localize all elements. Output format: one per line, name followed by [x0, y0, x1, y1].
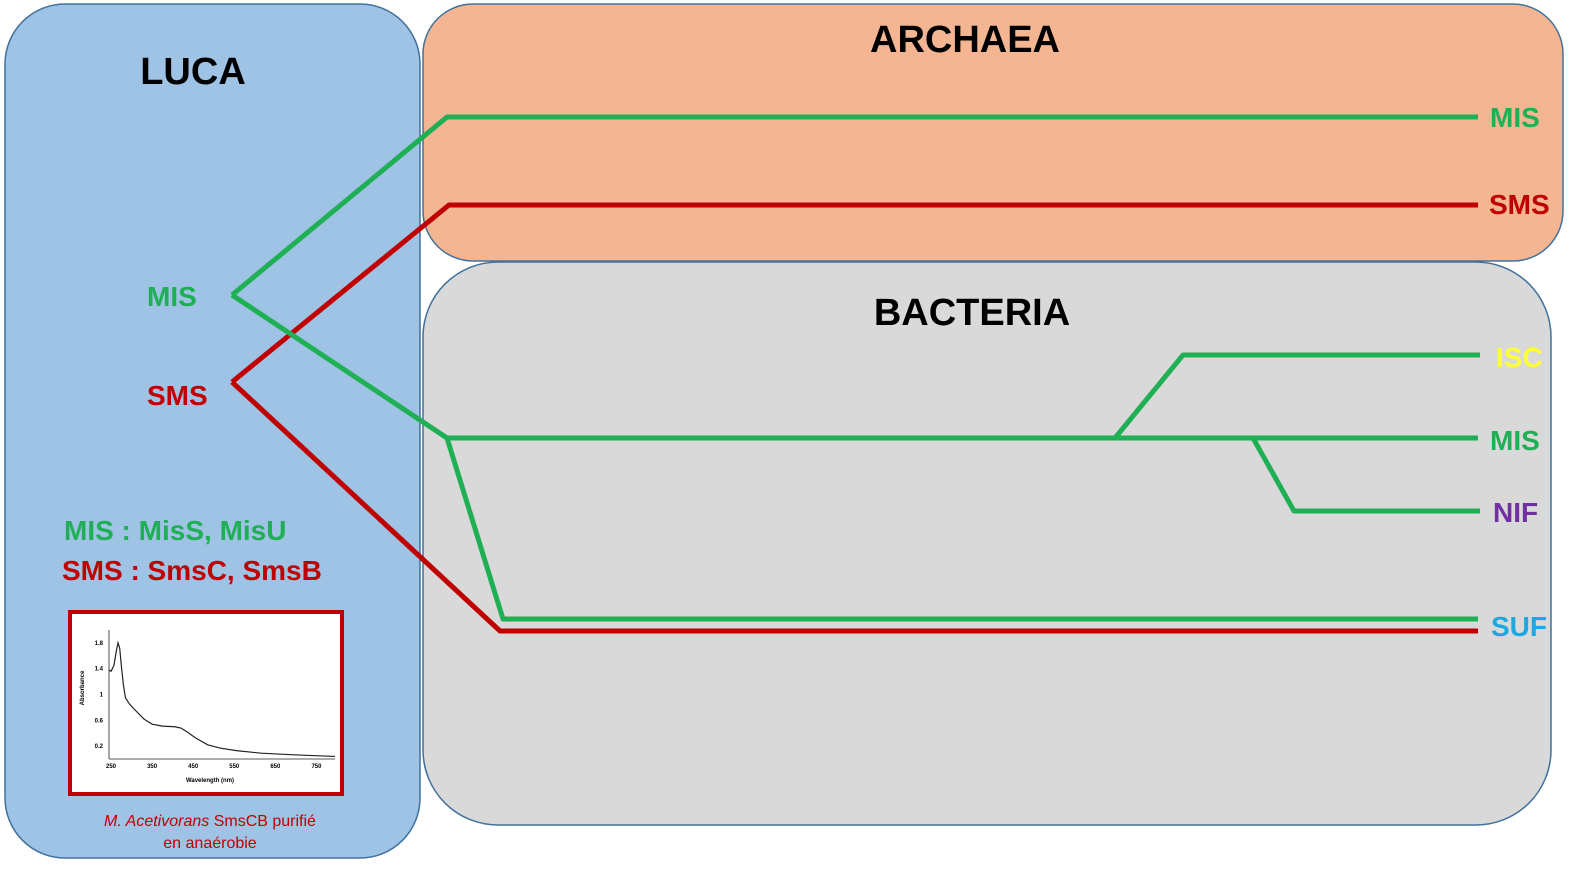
luca-title: LUCA [140, 51, 246, 93]
suf-line [444, 437, 1478, 622]
sms-archaea-line [230, 202, 1478, 384]
sms-bacteria-line [230, 380, 1478, 634]
inset-frame [68, 610, 344, 796]
x-tick-label: 250 [106, 764, 117, 770]
bacteria-suf-label: SUF [1491, 611, 1547, 642]
archaea-mis-label: MIS [1490, 102, 1540, 133]
archaea-sms-label: SMS [1489, 189, 1550, 220]
x-tick-label: 450 [188, 764, 199, 770]
y-tick-label: 0.6 [95, 718, 104, 724]
inset-caption-line1: M. Acetivorans SmsCB purifié [104, 813, 316, 830]
y-axis-label: Absorbance [80, 670, 86, 705]
bacteria-isc-label: ISC [1496, 342, 1543, 373]
bacteria-nif-label: NIF [1493, 497, 1538, 528]
luca-sms-label: SMS [147, 380, 208, 411]
luca-mis-label: MIS [147, 281, 197, 312]
nif-line [1250, 436, 1480, 514]
bacteria-mis-label: MIS [1490, 425, 1540, 456]
inset-chart: 250 350 450 550 650 750 0.2 0.6 1 1.4 1.8 Waveleng… [68, 610, 344, 796]
x-tick-label: 550 [229, 764, 240, 770]
y-tick-label: 1.4 [95, 667, 104, 673]
y-tick-label: 1 [100, 693, 104, 699]
x-tick-label: 350 [147, 764, 158, 770]
x-tick-label: 650 [270, 764, 281, 770]
bacteria-title: BACTERIA [874, 292, 1070, 334]
absorbance-curve [108, 640, 336, 758]
isc-line [1113, 352, 1480, 440]
bacteria-box [422, 261, 1552, 826]
x-axis-label: Wavelength (nm) [186, 778, 234, 784]
legend-mis: MIS : MisS, MisU [64, 515, 286, 546]
y-tick-label: 0.2 [95, 744, 104, 750]
legend-sms: SMS : SmsC, SmsB [62, 555, 322, 586]
archaea-title: ARCHAEA [870, 19, 1060, 61]
mis-archaea-line [230, 114, 1478, 297]
archaea-box [422, 3, 1564, 262]
x-tick-label: 750 [311, 764, 322, 770]
y-tick-label: 1.8 [95, 641, 104, 647]
inset-caption-line2: en anaérobie [163, 835, 257, 852]
